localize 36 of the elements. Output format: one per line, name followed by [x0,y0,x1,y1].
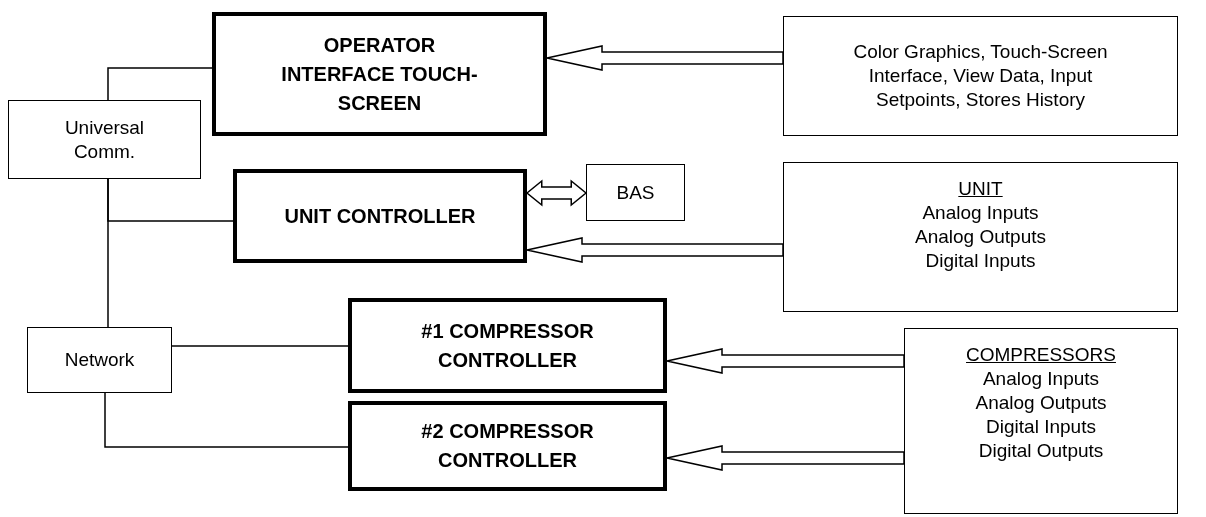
box-heading: UNIT [958,177,1003,201]
box-text: Network [64,348,135,372]
info-box [783,162,1178,312]
info-box [27,327,172,393]
connector-line [104,392,349,448]
info-box [586,164,685,221]
box-text: #1 COMPRESSOR CONTROLLER [420,318,595,373]
connector-line [171,345,349,347]
box-heading: COMPRESSORS [966,343,1116,367]
info-box [8,100,201,179]
box-text: Analog Inputs [982,367,1100,391]
controller-box [348,401,667,491]
info-box [783,16,1178,136]
box-text: Analog Outputs [975,391,1107,415]
box-text: Digital Inputs [986,415,1096,439]
info-box [904,328,1178,514]
box-text: Color Graphics, Touch-Screen Interface, View Data, Input Setpoints, Stores History [852,40,1109,112]
controller-box [212,12,547,136]
box-text: Digital Outputs [978,439,1104,463]
hollow-arrow [526,237,784,263]
hollow-arrow [546,45,784,71]
hollow-arrow [525,179,588,207]
connector-line [107,178,109,328]
hollow-arrow [666,445,905,471]
box-text: Universal Comm. [63,115,146,164]
controller-box [233,169,527,263]
box-text: Analog Outputs [915,225,1046,249]
box-text: Digital Inputs [925,249,1036,273]
controller-box [348,298,667,393]
box-text: BAS [616,180,655,205]
hollow-arrow [666,348,905,374]
connector-line [107,67,213,101]
box-text: #2 COMPRESSOR CONTROLLER [420,419,595,473]
box-text: UNIT CONTROLLER [284,203,476,229]
box-text: OPERATOR INTERFACE TOUCH-SCREEN [280,32,479,116]
box-text: Analog Inputs [922,201,1039,225]
